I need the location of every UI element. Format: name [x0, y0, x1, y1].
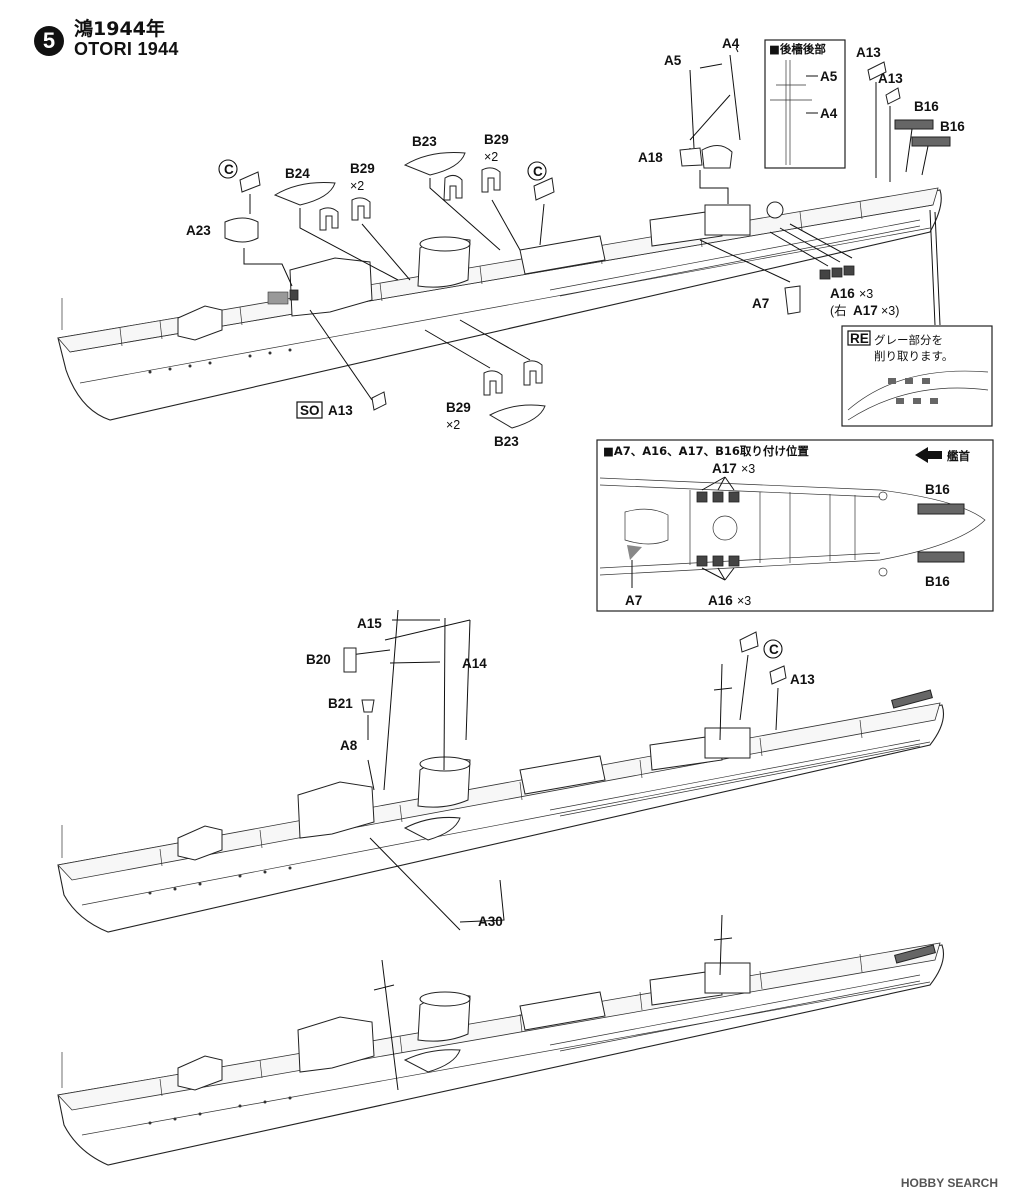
- re-inset-box: RE グレー部分を 削り取ります。: [841, 325, 993, 427]
- position-box-A16-mult: ×3: [737, 594, 751, 608]
- label-B24: B24: [285, 166, 310, 181]
- position-box-B16-top: B16: [925, 482, 950, 497]
- label-B23-bottom: B23: [494, 434, 519, 449]
- label-A7: A7: [752, 296, 769, 311]
- label-A17-note-part: A17: [853, 303, 878, 318]
- ship-top-hull: [57, 189, 942, 421]
- position-box-bow-label: 艦首: [947, 449, 970, 463]
- label-x2-left: ×2: [350, 179, 364, 193]
- hobby-search-watermark: HOBBY SEARCH: [900, 1176, 998, 1190]
- label-B29-top: B29: [484, 132, 509, 147]
- label-A17-note-open: (右: [830, 303, 847, 318]
- ship-middle: [57, 609, 945, 933]
- title-english: OTORI 1944: [74, 39, 179, 59]
- label-mast-box-title: ■後檣後部: [769, 42, 826, 56]
- label-mast-box-A4: A4: [820, 106, 838, 121]
- label-RE-badge: RE: [850, 331, 869, 346]
- position-box-B16-bottom: B16: [925, 574, 950, 589]
- label-A15: A15: [357, 616, 382, 631]
- ship-bottom: [57, 914, 945, 1166]
- label-x2-bottom: ×2: [446, 418, 460, 432]
- mast-inset-box: [764, 39, 846, 169]
- label-B29-bottom: B29: [446, 400, 471, 415]
- position-box-A16: A16: [708, 593, 733, 608]
- label-A17-note-mult: ×3): [881, 304, 899, 318]
- label-C-left: C: [224, 162, 234, 177]
- label-mast-box-A5: A5: [820, 69, 838, 84]
- label-A13-right-1: A13: [856, 45, 881, 60]
- parts-top: [218, 39, 951, 429]
- label-A13-middle: A13: [790, 672, 815, 687]
- ship-top-bridge: [289, 257, 373, 317]
- label-A4-top: A4: [722, 36, 740, 51]
- label-A14: A14: [462, 656, 487, 671]
- step-number-badge: 5: [34, 26, 64, 56]
- position-box-A7: A7: [625, 593, 642, 608]
- label-A8: A8: [340, 738, 358, 753]
- parts-middle: [343, 619, 787, 931]
- label-A13-right-2: A13: [878, 71, 903, 86]
- label-B23-top: B23: [412, 134, 437, 149]
- label-x2-top: ×2: [484, 150, 498, 164]
- label-B21: B21: [328, 696, 353, 711]
- label-RE-line2: 削り取ります。: [874, 349, 953, 363]
- position-box-A17-mult: ×3: [741, 462, 755, 476]
- label-B16-right-1: B16: [914, 99, 939, 114]
- label-A16x3-mult: ×3: [859, 287, 873, 301]
- label-SO-A13: A13: [328, 403, 353, 418]
- label-A16x3: A16: [830, 286, 855, 301]
- position-box-title: ■A7、A16、A17、B16取り付け位置: [603, 444, 809, 458]
- label-RE-line1: グレー部分を: [874, 333, 943, 347]
- label-B29-left: B29: [350, 161, 375, 176]
- label-A30: A30: [478, 914, 503, 929]
- label-A23: A23: [186, 223, 211, 238]
- label-B16-right-2: B16: [940, 119, 965, 134]
- label-B20: B20: [306, 652, 331, 667]
- position-inset-box: ■A7、A16、A17、B16取り付け位置 艦首 A17 ×3 A16 ×3 A…: [596, 439, 994, 612]
- position-box-A17: A17: [712, 461, 737, 476]
- title-japanese: 鴻1944年: [74, 18, 165, 40]
- label-C-middle: C: [769, 642, 779, 657]
- label-A5-top: A5: [664, 53, 682, 68]
- ship-top: [57, 187, 942, 421]
- label-C-mid: C: [533, 164, 543, 179]
- label-SO-badge: SO: [300, 403, 320, 418]
- label-A18: A18: [638, 150, 663, 165]
